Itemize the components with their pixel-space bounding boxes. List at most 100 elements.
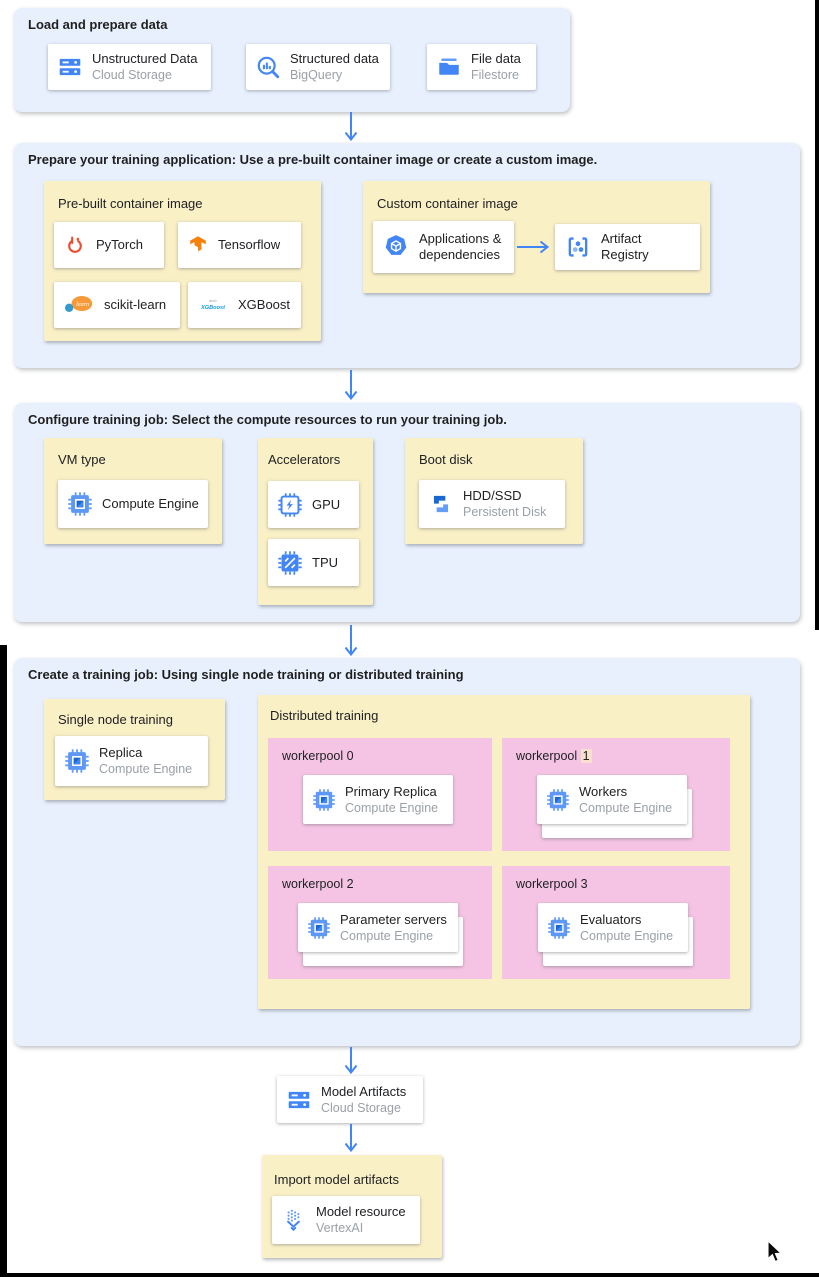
group-label: Single node training <box>58 712 173 727</box>
vertex-ai-icon <box>281 1207 307 1233</box>
card-subtitle: Compute Engine <box>579 800 673 815</box>
compute-engine-chip-icon <box>64 748 90 774</box>
card-title: Primary Replica <box>345 783 437 799</box>
gpu-chip-icon <box>277 492 303 518</box>
section-title: Load and prepare data <box>28 17 168 32</box>
card-title: Compute Engine <box>102 496 199 511</box>
card-scikit-learn: learn scikit-learn <box>54 282 180 328</box>
workerpool-label: workerpool 3 <box>516 877 588 891</box>
group-boot-disk: Boot disk HDD/SSD Persistent Disk <box>405 438 583 544</box>
card-title: Tensorflow <box>218 237 281 252</box>
group-distributed-training: Distributed training workerpool 0 Primar… <box>258 695 750 1009</box>
group-label: Custom container image <box>377 196 518 211</box>
card-tpu: TPU <box>268 539 359 586</box>
section-title: Prepare your training application: Use a… <box>28 152 598 167</box>
filestore-icon <box>436 54 462 80</box>
mouse-cursor-icon <box>767 1240 782 1263</box>
group-label: Import model artifacts <box>274 1172 399 1187</box>
section-prepare-training-application: Prepare your training application: Use a… <box>14 143 800 368</box>
card-applications-dependencies: Applications & dependencies <box>373 221 514 273</box>
section-create-training-job: Create a training job: Using single node… <box>14 658 800 1046</box>
card-tensorflow: Tensorflow <box>178 222 301 268</box>
workerpool-label: workerpool 0 <box>282 749 354 763</box>
group-prebuilt-container-image: Pre-built container image PyTorch Tensor… <box>44 181 321 341</box>
flow-arrow-down-3 <box>344 625 358 657</box>
section-configure-training-job: Configure training job: Select the compu… <box>14 403 800 622</box>
persistent-disk-icon <box>428 491 454 517</box>
group-vm-type: VM type Compute Engine <box>44 438 222 544</box>
compute-engine-chip-icon <box>546 788 570 812</box>
pytorch-icon <box>63 233 87 257</box>
card-title: Structured data <box>290 51 379 66</box>
svg-text:dmlc: dmlc <box>209 299 217 303</box>
card-title: GPU <box>312 496 341 512</box>
card-title: Replica <box>99 745 143 760</box>
screenshot-edge-right <box>815 0 819 630</box>
card-subtitle: Compute Engine <box>340 928 434 943</box>
flow-arrow-down-1 <box>344 112 358 142</box>
section-title: Configure training job: Select the compu… <box>28 412 507 427</box>
card-title: scikit-learn <box>104 297 167 312</box>
card-title: Parameter servers <box>340 911 447 927</box>
card-title: Evaluators <box>580 911 642 927</box>
compute-engine-chip-icon <box>547 916 571 940</box>
card-subtitle: Compute Engine <box>99 762 193 776</box>
card-subtitle: Filestore <box>471 68 519 82</box>
cloud-storage-icon <box>57 54 83 80</box>
group-label: Accelerators <box>268 452 341 467</box>
card-subtitle: Persistent Disk <box>463 505 547 519</box>
cloud-storage-icon <box>286 1087 312 1113</box>
card-title: Unstructured Data <box>92 51 198 66</box>
card-subtitle: BigQuery <box>290 68 343 82</box>
screenshot-edge-left <box>0 645 7 1277</box>
card-title: Workers <box>579 783 628 799</box>
group-label: VM type <box>58 452 106 467</box>
svg-text:XGBoost: XGBoost <box>200 305 226 311</box>
applications-dependencies-icon <box>382 233 410 261</box>
group-label: Pre-built container image <box>58 196 203 211</box>
group-accelerators: Accelerators GPU TPU <box>258 438 373 605</box>
flow-arrow-right <box>517 240 550 254</box>
card-title: Applications & dependencies <box>419 231 502 262</box>
card-gpu: GPU <box>268 481 359 528</box>
card-title: XGBoost <box>238 297 291 312</box>
group-label: Boot disk <box>419 452 473 467</box>
section-title: Create a training job: Using single node… <box>28 667 464 682</box>
workerpool-label-highlight: 1 <box>580 749 592 763</box>
compute-engine-chip-icon <box>67 491 93 517</box>
workerpool-label-text: workerpool <box>516 749 581 763</box>
artifact-registry-icon <box>564 233 592 261</box>
card-title: Model Artifacts <box>321 1083 407 1099</box>
card-pytorch: PyTorch <box>54 222 164 268</box>
group-custom-container-image: Custom container image Applications & de… <box>363 181 710 293</box>
card-subtitle: Compute Engine <box>345 800 439 815</box>
card-compute-engine: Compute Engine <box>58 480 208 528</box>
card-title: HDD/SSD <box>463 488 522 503</box>
card-subtitle: Cloud Storage <box>321 1100 401 1115</box>
svg-text:learn: learn <box>76 302 89 308</box>
bigquery-icon <box>255 54 281 80</box>
tpu-chip-icon <box>277 550 303 576</box>
card-subtitle: VertexAI <box>316 1221 364 1235</box>
compute-engine-chip-icon <box>307 916 331 940</box>
card-artifact-registry: Artifact Registry <box>555 224 700 270</box>
screenshot-edge-bottom <box>0 1273 819 1277</box>
